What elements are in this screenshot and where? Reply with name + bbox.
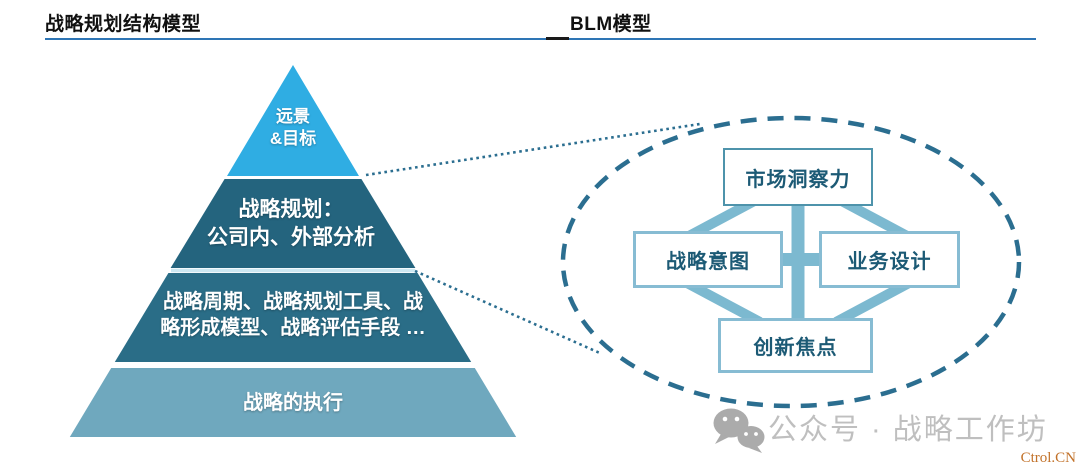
- pyramid-tier3-label: 战略周期、战略规划工具、战 略形成模型、战略评估手段 …: [160, 291, 426, 340]
- blm-box-business-design: 业务设计: [819, 231, 960, 288]
- pyramid-tier3-trapezoid: [114, 273, 472, 362]
- left-panel-title: 战略规划结构模型: [45, 14, 202, 35]
- blm-dashed-ellipse: [560, 115, 1022, 409]
- blm-box-market-insight: 市场洞察力: [723, 148, 873, 206]
- pyramid-tier1-triangle: [227, 65, 359, 176]
- watermark-account-label: 公众号 · 战略工作坊: [768, 414, 1048, 446]
- pyramid-tier2-label: 战略规划： 公司内、外部分析: [207, 198, 375, 249]
- wechat-icon: [713, 408, 765, 453]
- right-panel-title: BLM模型: [570, 14, 652, 35]
- pyramid-shape: [69, 65, 517, 437]
- divider-tick-mark: [546, 37, 569, 40]
- pyramid-tier2-trapezoid: [170, 179, 416, 268]
- title-divider-line: [45, 38, 1036, 40]
- dotted-link-lines: [365, 122, 701, 356]
- dotted-link-upper: [365, 122, 701, 177]
- blm-box-innovation-focus: 创新焦点: [718, 318, 873, 373]
- pyramid-tier1-label: 远景 &目标: [269, 107, 317, 149]
- blm-box-strategic-intent: 战略意图: [633, 231, 783, 288]
- pyramid-tier4-label: 战略的执行: [243, 392, 343, 414]
- watermark-site-label: Ctrol.CN: [1020, 450, 1076, 466]
- pyramid-tier4-trapezoid: [69, 368, 517, 437]
